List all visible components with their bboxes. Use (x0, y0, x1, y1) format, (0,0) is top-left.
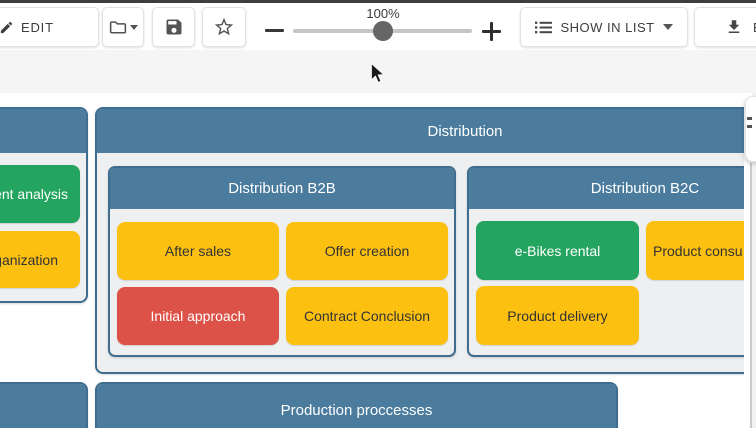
save-icon (164, 17, 184, 37)
show-in-list-label: SHOW IN LIST (560, 19, 655, 35)
distribution-b2c-header: Distribution B2C (469, 168, 756, 209)
distribution-b2b-title: Distribution B2B (228, 180, 336, 197)
zoom-in-plus-icon[interactable] (490, 22, 493, 41)
process-box-ebikes-rental[interactable]: e-Bikes rental (476, 221, 639, 280)
edit-button[interactable]: EDIT (0, 7, 99, 47)
floating-side-toolbar[interactable] (745, 96, 756, 162)
open-folder-button[interactable] (102, 7, 144, 47)
process-box-label: Product consu (653, 242, 743, 259)
zoom-out-minus-icon[interactable] (265, 29, 284, 32)
process-box-label: ganization (0, 251, 58, 268)
production-panel-header: Production proccesses (97, 384, 616, 428)
process-box-product-delivery[interactable]: Product delivery (476, 286, 639, 345)
production-panel-title: Production proccesses (280, 402, 433, 419)
right-scrollbar-track[interactable] (752, 93, 756, 428)
process-box-ent-analysis[interactable]: ent analysis (0, 165, 80, 223)
edit-button-label: EDIT (21, 19, 54, 35)
distribution-panel-title: Distribution (427, 122, 503, 140)
process-box-label: After sales (164, 243, 232, 259)
menu-icon (747, 117, 752, 120)
save-button[interactable] (152, 7, 195, 47)
process-box-label: Product delivery (507, 307, 608, 324)
caret-down-icon (662, 24, 673, 30)
favorite-star-button[interactable] (202, 7, 246, 47)
process-box-label: ent analysis (0, 186, 68, 202)
folder-icon (108, 18, 128, 36)
bottom-left-panel[interactable] (0, 382, 88, 428)
star-icon (213, 16, 235, 38)
left-panel-header (0, 109, 86, 153)
process-box-label: Initial approach (150, 308, 246, 324)
list-icon (535, 21, 553, 34)
bottom-left-panel-header (0, 384, 86, 428)
process-box-label: e-Bikes rental (514, 242, 601, 259)
right-panel-divider (750, 163, 752, 428)
pencil-icon (0, 20, 14, 35)
show-in-list-button[interactable]: SHOW IN LIST (520, 7, 688, 47)
process-box-contract-conclusion[interactable]: Contract Conclusion (286, 287, 448, 345)
process-box-label: Contract Conclusion (303, 308, 431, 324)
process-box-after-sales[interactable]: After sales (117, 222, 279, 280)
process-box-product-consultation[interactable]: Product consu (646, 221, 756, 280)
download-icon (725, 18, 743, 36)
production-processes-panel[interactable]: Production proccesses (95, 382, 618, 428)
menu-icon (747, 125, 752, 128)
process-box-label: Offer creation (324, 243, 410, 259)
process-box-initial-approach[interactable]: Initial approach (117, 287, 279, 345)
distribution-b2c-title: Distribution B2C (590, 180, 700, 197)
export-button[interactable]: E (694, 7, 756, 47)
zoom-slider-thumb[interactable] (373, 21, 393, 41)
caret-down-icon (130, 24, 138, 30)
export-button-label: E (753, 20, 756, 35)
window-top-edge (0, 0, 756, 3)
distribution-b2b-header: Distribution B2B (110, 168, 454, 209)
zoom-percent-label: 100% (366, 6, 400, 21)
mouse-cursor-icon (370, 63, 385, 84)
distribution-panel-header: Distribution (97, 109, 756, 153)
process-box-ganization[interactable]: ganization (0, 231, 80, 288)
process-box-offer-creation[interactable]: Offer creation (286, 222, 448, 280)
